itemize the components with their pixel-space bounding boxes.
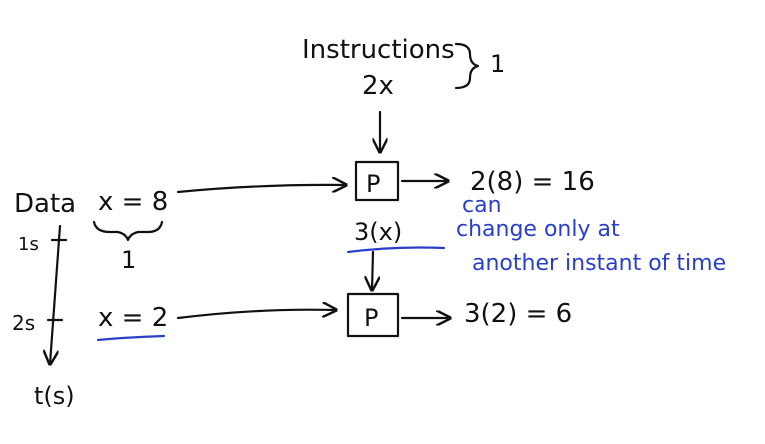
note-line-2: change only at xyxy=(456,217,620,242)
result-1: 2(8) = 16 xyxy=(470,167,595,197)
time-tick-1-label: 1s xyxy=(18,234,39,255)
processor-box-2 xyxy=(346,292,400,338)
time-axis xyxy=(50,224,62,364)
data-x2-arrow xyxy=(176,310,336,320)
processor-label-2: P xyxy=(364,304,378,332)
time-tick-2-label: 2s xyxy=(12,311,35,335)
data-x2: x = 2 xyxy=(98,303,168,333)
instructions-expression: 2x xyxy=(362,71,394,101)
data-label: Data xyxy=(14,189,76,219)
data-x2-underline xyxy=(96,334,166,342)
result-2: 3(2) = 6 xyxy=(464,299,572,329)
data-x1-arrow xyxy=(176,185,346,194)
new-instruction-underline xyxy=(346,246,446,254)
instructions-label: Instructions xyxy=(302,35,455,65)
note-line-3: another instant of time xyxy=(472,251,726,276)
new-instruction-arrow xyxy=(372,250,373,290)
new-instruction: 3(x) xyxy=(354,218,402,246)
note-line-1: can xyxy=(462,193,502,218)
instructions-brace xyxy=(454,42,480,90)
data-x1-brace xyxy=(92,220,164,242)
processor-box-1 xyxy=(354,160,400,202)
data-x1: x = 8 xyxy=(98,187,168,217)
data-count: 1 xyxy=(121,246,136,274)
instructions-brace-count: 1 xyxy=(490,50,505,78)
time-axis-label: t(s) xyxy=(34,382,75,410)
processor-label-1: P xyxy=(366,170,380,198)
